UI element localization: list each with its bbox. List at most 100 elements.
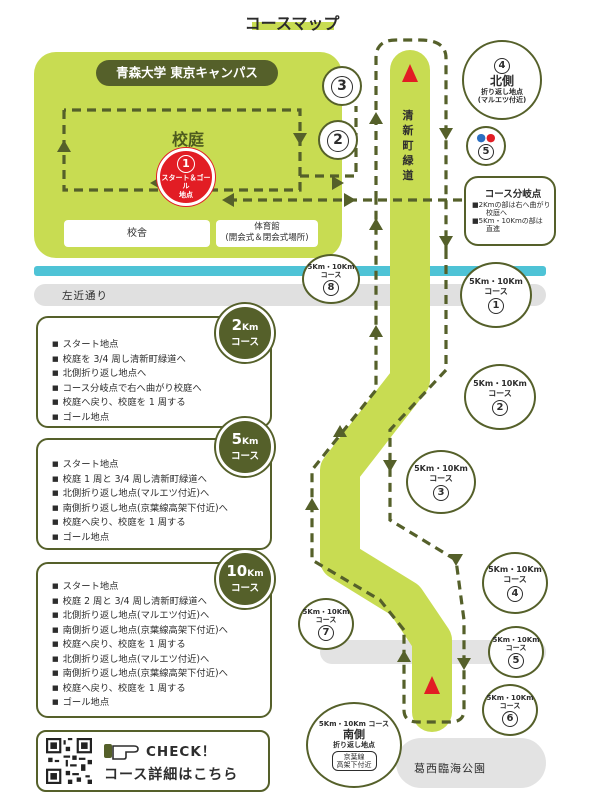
course-10km-distance: 10 <box>226 562 248 580</box>
course-5km-distance: 5 <box>231 430 243 448</box>
course-point-1-unit: コース <box>484 286 508 296</box>
greenway-path <box>320 50 452 732</box>
south-name: 南側 <box>343 727 365 741</box>
campus-name: 青森大学 東京キャンパス <box>96 60 278 86</box>
course-point-1: 5Km・10Km コース 1 <box>460 262 532 328</box>
course-2km-step-5: 校庭へ戻り、校庭を 1 周する <box>52 396 270 411</box>
qr-code-icon[interactable] <box>46 738 92 784</box>
sakon-road-label: 左近通り <box>62 290 108 302</box>
branch-note3: ■5Km・10Kmの部は <box>472 217 543 225</box>
south-line2: 京葉線 <box>343 752 365 761</box>
course-5km-unit: Km <box>242 437 259 447</box>
north-turnaround: 4 北側 折り返し地点 (マルエツ付近) <box>462 40 542 120</box>
course-point-4: 5Km・10Km コース 4 <box>482 552 548 614</box>
north-number: 4 <box>494 57 510 74</box>
course-point-3-course: 5Km・10Km <box>414 463 468 473</box>
start-number: 1 <box>177 155 195 173</box>
course-2km-step-6: ゴール地点 <box>52 411 270 426</box>
course-5km-label: コース <box>230 451 260 462</box>
course-point-4-course: 5Km・10Km <box>488 564 542 574</box>
course-point-2-unit: コース <box>488 388 512 398</box>
course-point-3-number: 3 <box>433 484 449 501</box>
course-point-3: 5Km・10Km コース 3 <box>406 450 476 514</box>
course-point-8: 5Km・10Km コース 8 <box>302 254 360 304</box>
course-5km-step-5: 校庭へ戻り、校庭を 1 周する <box>52 516 270 531</box>
course-point-7-course: 5Km・10Km <box>302 607 350 616</box>
course-point-1-course: 5Km・10Km <box>469 276 523 286</box>
restroom-point: ●● 5 <box>466 126 506 166</box>
course-branch-point: コース分岐点 ■2Kmの部は右へ曲がり 校庭へ ■5Km・10Kmの部は 直進 <box>464 176 556 246</box>
course-10km-step-8: 校庭へ戻り、校庭を 1 周する <box>52 682 270 697</box>
course-2km-label: コース <box>230 337 260 348</box>
course-point-6-course: 5Km・10Km <box>486 693 534 702</box>
course-point-4-unit: コース <box>503 574 527 584</box>
course-point-8-course: 5Km・10Km <box>307 262 355 271</box>
course-5km-steps: スタート地点 校庭 1 周と 3/4 周し清新町緑道へ 北側折り返し地点(マルエ… <box>38 440 270 545</box>
course-5km-step-2: 校庭 1 周と 3/4 周し清新町緑道へ <box>52 473 270 488</box>
south-line3: 高架下付近 <box>336 760 372 769</box>
check-subtitle: コース詳細はこちら <box>104 767 239 783</box>
course-5km-step-1: スタート地点 <box>52 458 270 473</box>
course-5km-badge: 5Km コース <box>216 418 274 476</box>
title-highlight <box>252 22 334 30</box>
restroom-icon: ●● <box>476 131 496 144</box>
course-10km-step-4: 南側折り返し地点(京葉線高架下付近)へ <box>52 624 270 639</box>
course-2km-step-4: コース分岐点で右へ曲がり校庭へ <box>52 382 270 397</box>
course-point-3-unit: コース <box>429 473 453 483</box>
start-line1: スタート＆ゴール <box>161 174 211 190</box>
course-2km-box: スタート地点 校庭を 3/4 周し清新町緑道へ 北側折り返し地点へ コース分岐点… <box>36 316 272 428</box>
course-10km-step-1: スタート地点 <box>52 580 270 595</box>
checkpoint-3: 3 <box>322 66 362 106</box>
course-point-5: 5Km・10Km コース 5 <box>488 626 544 678</box>
course-point-5-unit: コース <box>505 643 527 652</box>
south-line-box: 京葉線 高架下付近 <box>331 750 377 771</box>
course-point-2-number: 2 <box>492 399 508 416</box>
course-point-6-unit: コース <box>499 701 521 710</box>
course-10km-steps: スタート地点 校庭 2 周と 3/4 周し清新町緑道へ 北側折り返し地点(マルエ… <box>38 564 270 711</box>
course-10km-badge: 10Km コース <box>216 550 274 608</box>
gym-note: (開会式＆閉会式場所) <box>225 233 309 243</box>
south-turn-marker <box>424 676 440 694</box>
gym-name: 体育館 <box>254 222 280 232</box>
course-2km-step-2: 校庭を 3/4 周し清新町緑道へ <box>52 353 270 368</box>
start-goal-marker: 1 スタート＆ゴール 地点 <box>157 148 215 206</box>
course-5km-step-3: 北側折り返し地点(マルエツ付近)へ <box>52 487 270 502</box>
course-10km-step-5: 校庭へ戻り、校庭を 1 周する <box>52 638 270 653</box>
course-10km-step-2: 校庭 2 周と 3/4 周し清新町緑道へ <box>52 595 270 610</box>
restroom-number: 5 <box>478 144 494 160</box>
course-10km-label: コース <box>230 583 260 594</box>
course-5km-step-4: 南側折り返し地点(京葉線高架下付近)へ <box>52 502 270 517</box>
north-line1: 折り返し地点 <box>481 87 523 96</box>
park-label: 葛西臨海公園 <box>414 762 486 775</box>
course-2km-unit: Km <box>242 323 259 333</box>
course-10km-step-3: 北側折り返し地点(マルエツ付近)へ <box>52 609 270 624</box>
south-line1: 折り返し地点 <box>333 740 375 749</box>
course-2km-step-1: スタート地点 <box>52 338 270 353</box>
course-point-4-number: 4 <box>507 585 523 602</box>
course-point-5-number: 5 <box>508 652 524 669</box>
branch-name: コース分岐点 <box>484 189 542 200</box>
page-title: コースマップ <box>244 14 340 33</box>
branch-note1: ■2Kmの部は右へ曲がり <box>472 201 551 209</box>
course-point-5-course: 5Km・10Km <box>492 635 540 644</box>
north-up-route <box>374 38 448 250</box>
checkpoint-2: 2 <box>318 120 358 160</box>
north-line2: (マルエツ付近) <box>477 95 527 104</box>
course-point-6-number: 6 <box>502 710 518 727</box>
course-point-2-course: 5Km・10Km <box>473 378 527 388</box>
course-10km-step-9: ゴール地点 <box>52 696 270 711</box>
south-return-route <box>310 200 406 631</box>
course-5km-step-6: ゴール地点 <box>52 531 270 546</box>
south-out-route <box>388 250 466 724</box>
course-point-8-unit: コース <box>320 270 342 279</box>
checkpoint-2-number: 2 <box>327 129 349 152</box>
exit-route <box>300 106 358 178</box>
courtyard-label: 校庭 <box>171 130 204 149</box>
course-point-2: 5Km・10Km コース 2 <box>464 364 536 430</box>
south-course: 5Km・10Km コース <box>318 719 390 728</box>
check-title: CHECK！ <box>146 744 217 760</box>
checkpoint-3-number: 3 <box>331 75 353 98</box>
start-line2: 地点 <box>179 191 193 199</box>
check-details-link[interactable]: CHECK！ コース詳細はこちら <box>36 730 270 792</box>
